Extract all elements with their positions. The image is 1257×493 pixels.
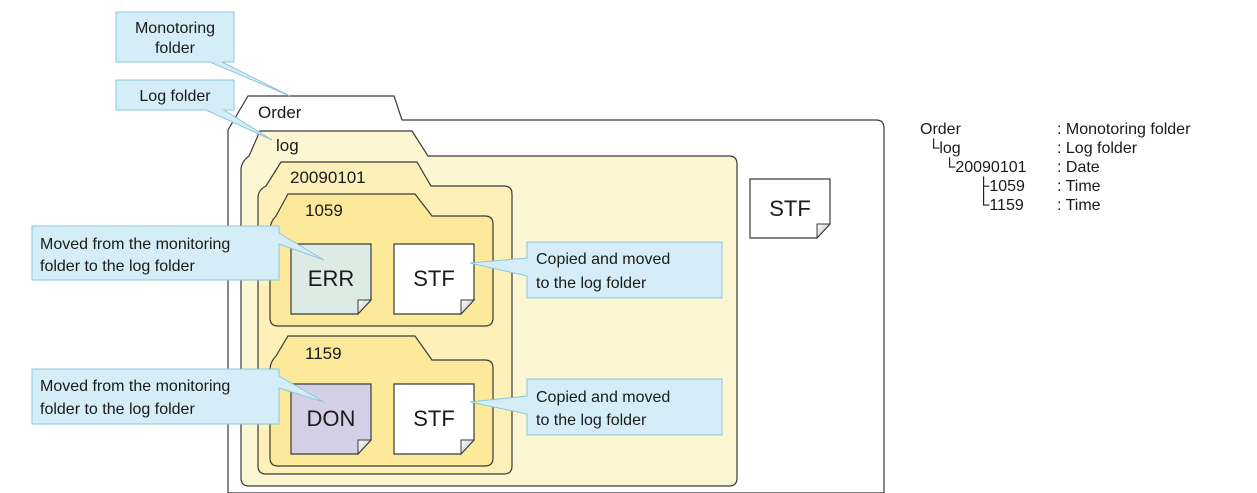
don-file-label: DON bbox=[307, 406, 356, 431]
legend-desc: : Time bbox=[1057, 197, 1101, 214]
callout-moved-1059-line1: Moved from the monitoring bbox=[40, 236, 230, 253]
legend-name: └log bbox=[928, 140, 961, 157]
log-folder-label: log bbox=[276, 136, 299, 155]
callout-monitoring-folder: Monotoring folder bbox=[115, 11, 291, 97]
legend-name: ├1059 bbox=[978, 178, 1025, 195]
stf-file-monitoring-label: STF bbox=[769, 196, 811, 221]
callout-moved-1159-line1: Moved from the monitoring bbox=[40, 378, 230, 395]
callout-copied-1159-line2: to the log folder bbox=[536, 412, 647, 429]
callout-log-label: Log folder bbox=[139, 88, 211, 105]
callout-moved-1159-line2: folder to the log folder bbox=[40, 401, 195, 418]
monitoring-folder-label: Order bbox=[258, 103, 302, 122]
callout-copied-1059-line1: Copied and moved bbox=[536, 251, 670, 268]
err-file-label: ERR bbox=[308, 266, 354, 291]
callout-copied-1159: Copied and moved to the log folder bbox=[469, 378, 723, 436]
legend-name: └1159 bbox=[978, 197, 1024, 214]
callout-moved-1059-line2: folder to the log folder bbox=[40, 258, 195, 275]
callout-copied-1159-line1: Copied and moved bbox=[536, 389, 670, 406]
callout-moved-1059: Moved from the monitoring folder to the … bbox=[31, 225, 325, 281]
legend-desc: : Log folder bbox=[1057, 140, 1138, 157]
callout-moved-1159: Moved from the monitoring folder to the … bbox=[31, 368, 325, 425]
callout-monitoring-line1: Monotoring bbox=[135, 20, 215, 37]
time-folder-1059-label: 1059 bbox=[305, 201, 343, 220]
stf-file-1159-label: STF bbox=[413, 406, 455, 431]
legend-desc: : Monotoring folder bbox=[1057, 121, 1191, 138]
time-folder-1159-label: 1159 bbox=[305, 344, 342, 363]
err-file: ERR bbox=[290, 243, 373, 316]
callout-monitoring-line2: folder bbox=[155, 40, 196, 57]
stf-file-1159: STF bbox=[393, 383, 476, 456]
don-file: DON bbox=[290, 383, 373, 456]
callout-log-folder: Log folder bbox=[115, 79, 273, 141]
stf-file-1059-label: STF bbox=[413, 266, 455, 291]
legend-name: └20090101 bbox=[944, 159, 1027, 176]
callout-copied-1059: Copied and moved to the log folder bbox=[469, 241, 723, 299]
date-folder-label: 20090101 bbox=[290, 168, 366, 187]
legend-desc: : Time bbox=[1057, 178, 1101, 195]
callout-copied-1059-line2: to the log folder bbox=[536, 275, 647, 292]
legend-desc: : Date bbox=[1057, 159, 1100, 176]
stf-file-monitoring: STF bbox=[749, 178, 832, 240]
legend-name: Order bbox=[920, 121, 961, 138]
stf-file-1059: STF bbox=[393, 243, 476, 316]
